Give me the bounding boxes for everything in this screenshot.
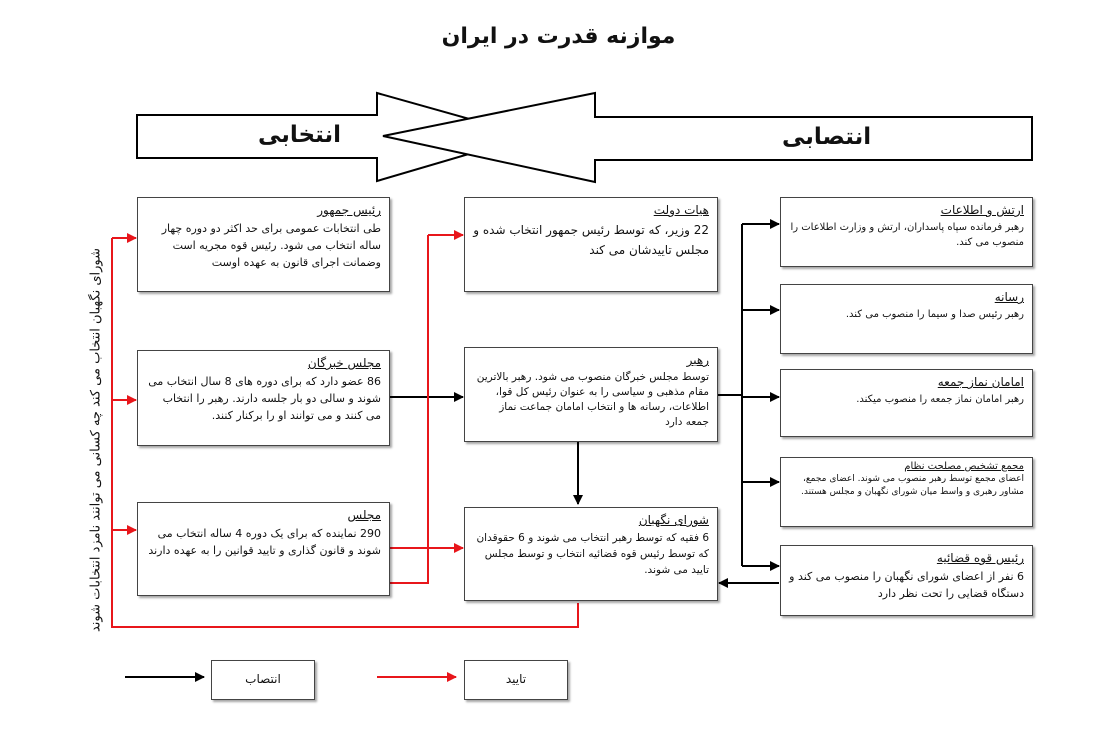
guardian-vetting-line xyxy=(111,238,579,628)
media-box: رسانه رهبر رئیس صدا و سیما را منصوب می ک… xyxy=(780,284,1033,354)
parliament-to-cabinet-line xyxy=(390,235,429,584)
expediency-text: اعضای مجمع توسط رهبر منصوب می شوند. اعضا… xyxy=(800,474,1024,497)
cabinet-text: 22 وزیر، که توسط رئیس جمهور انتخاب شده و… xyxy=(473,223,709,257)
legend-appoint-box: انتصاب xyxy=(211,660,315,700)
judiciary-text: 6 نفر از اعضای شورای نگهبان را منصوب می … xyxy=(789,570,1024,600)
president-title: رئیس جمهور xyxy=(317,203,381,217)
diagram-title: موازنه قدرت در ایران xyxy=(441,24,676,49)
imams-text: رهبر امامان نماز جمعه را منصوب میکند. xyxy=(856,394,1024,405)
president-box: رئیس جمهور طی انتخابات عمومی برای حد اکث… xyxy=(137,197,390,292)
appointed-arrow-shape xyxy=(382,91,1033,184)
leader-text: توسط مجلس خبرگان منصوب می شود. رهبر بالا… xyxy=(476,371,709,428)
media-text: رهبر رئیس صدا و سیما را منصوب می کند. xyxy=(845,309,1024,320)
judiciary-title: رئیس قوه قضائیه xyxy=(936,551,1024,565)
elected-arrow-shape xyxy=(136,91,534,183)
approval-links xyxy=(111,230,579,628)
legend-approve-box: تایید xyxy=(464,660,568,700)
parliament-box: مجلس 290 نماینده که برای یک دوره 4 ساله … xyxy=(137,502,390,596)
cabinet-box: هیات دولت 22 وزیر، که توسط رئیس جمهور ان… xyxy=(464,197,718,292)
media-title: رسانه xyxy=(994,290,1024,304)
cabinet-title: هیات دولت xyxy=(653,203,709,217)
parliament-title: مجلس xyxy=(347,508,381,522)
judiciary-box: رئیس قوه قضائیه 6 نفر از اعضای شورای نگه… xyxy=(780,545,1033,616)
army-title: ارتش و اطلاعات xyxy=(940,203,1024,217)
elected-arrow-label: انتخابی xyxy=(258,122,342,148)
experts-text: 86 عضو دارد که برای دوره های 8 سال انتخا… xyxy=(148,375,381,422)
president-text: طی انتخابات عمومی برای حد اکثر دو دوره چ… xyxy=(161,222,381,269)
leader-title: رهبر xyxy=(686,353,709,367)
experts-title: مجلس خبرگان xyxy=(307,356,381,370)
guardian-text: 6 فقیه که توسط رهبر انتخاب می شوند و 6 ح… xyxy=(476,532,709,576)
experts-box: مجلس خبرگان 86 عضو دارد که برای دوره های… xyxy=(137,350,390,446)
leader-box: رهبر توسط مجلس خبرگان منصوب می شود. رهبر… xyxy=(464,347,718,442)
guardian-title: شورای نگهبان xyxy=(638,513,709,527)
appointed-arrow-label: انتصابی xyxy=(782,124,872,150)
imams-box: امامان نماز جمعه رهبر امامان نماز جمعه ر… xyxy=(780,369,1033,437)
appointment-links xyxy=(390,219,780,588)
army-box: ارتش و اطلاعات رهبر فرمانده سپاه پاسدارا… xyxy=(780,197,1033,267)
army-text: رهبر فرمانده سپاه پاسداران، ارتش و وزارت… xyxy=(790,222,1024,248)
expediency-box: مجمع تشخیص مصلحت نظام اعضای مجمع توسط ره… xyxy=(780,457,1033,527)
guardian-box: شورای نگهبان 6 فقیه که توسط رهبر انتخاب … xyxy=(464,507,718,601)
guardian-vetting-label: شورای نگهبان انتخاب می کند چه کسانی می ت… xyxy=(88,247,104,633)
parliament-text: 290 نماینده که برای یک دوره 4 ساله انتخا… xyxy=(148,527,381,557)
expediency-title: مجمع تشخیص مصلحت نظام xyxy=(904,461,1024,472)
imams-title: امامان نماز جمعه xyxy=(937,375,1024,389)
